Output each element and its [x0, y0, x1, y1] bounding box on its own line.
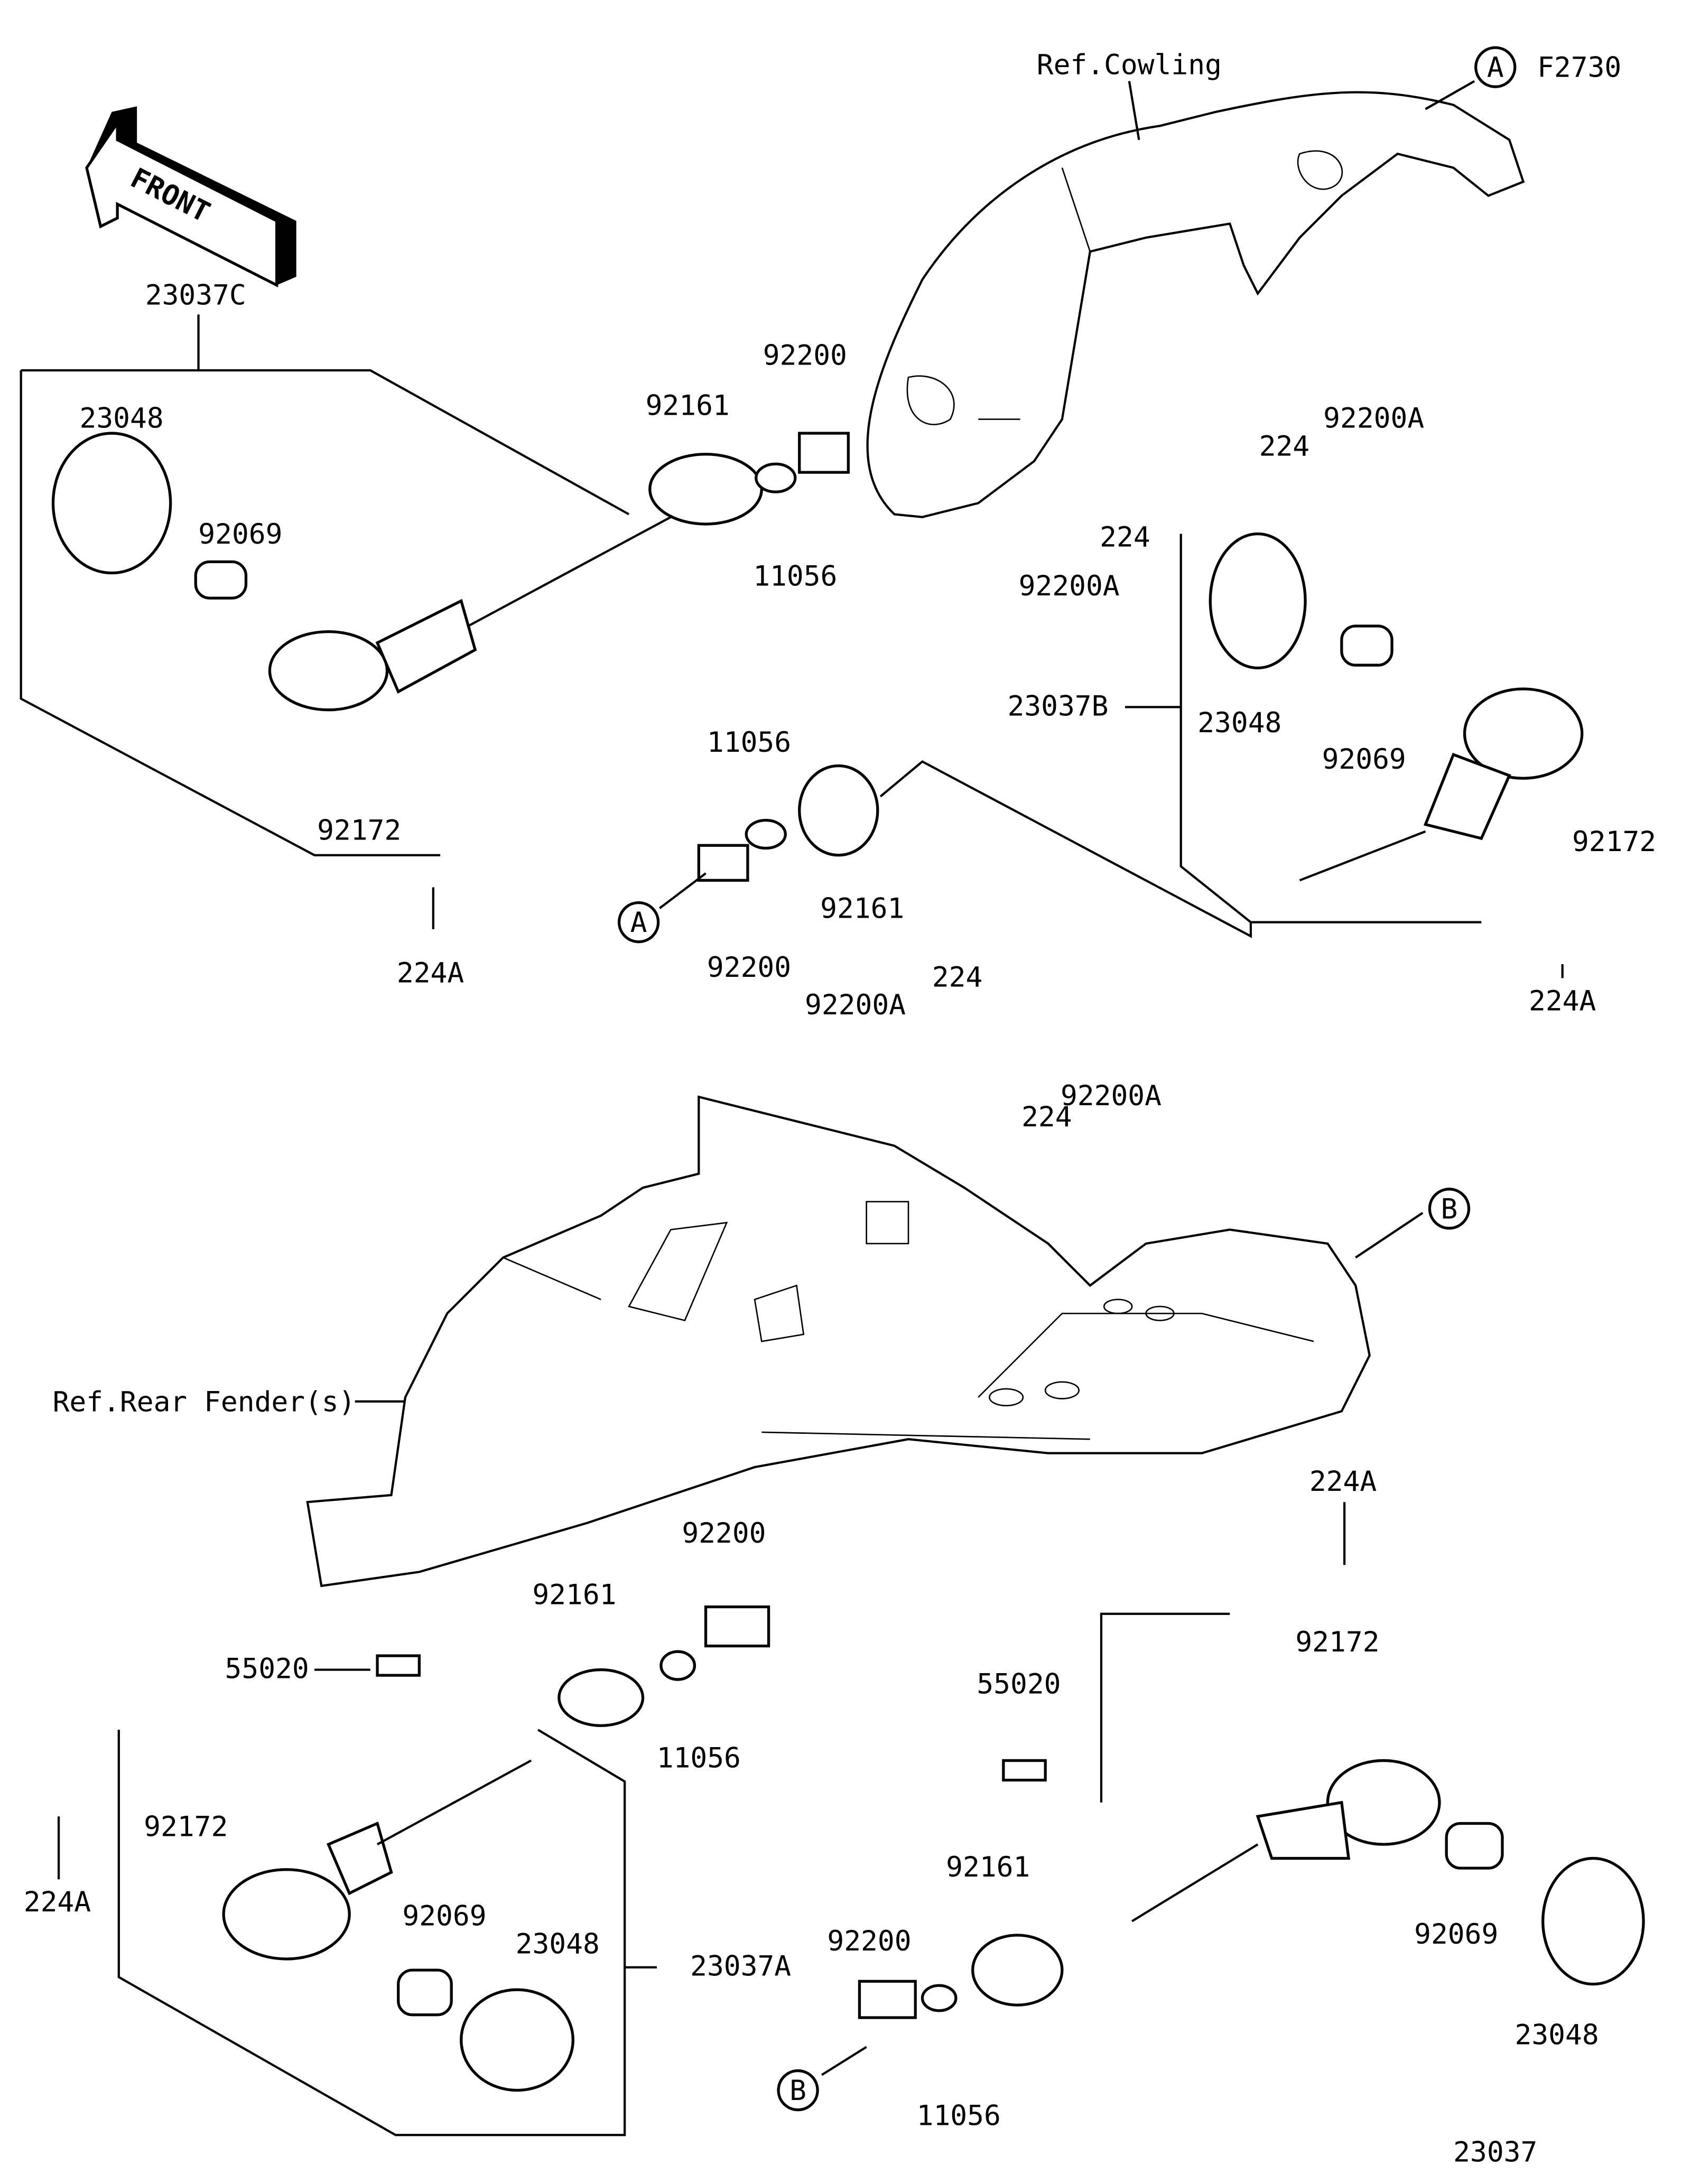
kit-c-outline: [20, 370, 441, 856]
label-92069: 92069: [198, 518, 282, 550]
label-224: 224: [1100, 521, 1150, 553]
turn-signal: [858, 1759, 1645, 2019]
label-92161: 92161: [646, 390, 730, 422]
label-92200a: 92200A: [1323, 402, 1424, 434]
label-92200a: 92200A: [1019, 570, 1120, 602]
label-92161: 92161: [946, 1851, 1030, 1883]
label-92200: 92200: [682, 1517, 766, 1550]
turn-signal-a: [222, 1605, 770, 2092]
label-224a: 224A: [397, 957, 464, 989]
rear-fender-part: [306, 1095, 1371, 1588]
label-23037a: 23037A: [690, 1950, 791, 1983]
label-224: 224: [1021, 1101, 1072, 1133]
svg-text:A: A: [630, 907, 647, 939]
ref-rear-fender: Ref.Rear Fender(s): [53, 1386, 356, 1418]
label-11056: 11056: [707, 726, 791, 759]
label-92069: 92069: [1414, 1918, 1498, 1950]
label-224: 224: [932, 961, 983, 993]
label-92200a: 92200A: [1061, 1080, 1162, 1112]
label-11056: 11056: [753, 560, 837, 592]
label-92172: 92172: [1295, 1626, 1379, 1658]
svg-text:B: B: [1441, 1193, 1458, 1225]
label-224a: 224A: [24, 1886, 91, 1918]
leader-lines: [57, 80, 1564, 2076]
kit-a-outline: [117, 1729, 626, 2136]
label-224a: 224A: [1529, 985, 1596, 1017]
label-92200a: 92200A: [805, 989, 906, 1021]
label-23048: 23048: [516, 1928, 600, 1960]
label-92069: 92069: [1322, 743, 1406, 776]
label-92200: 92200: [707, 951, 791, 984]
label-92161: 92161: [532, 1579, 616, 1611]
label-92161: 92161: [820, 893, 904, 925]
label-55020: 55020: [225, 1653, 309, 1685]
label-23048: 23048: [1515, 2019, 1599, 2051]
label-23048: 23048: [79, 402, 163, 434]
kit-b-outline: [1179, 534, 1482, 923]
cowling-part: [866, 91, 1525, 518]
label-92200: 92200: [763, 339, 847, 371]
label-23037c: 23037C: [145, 279, 246, 312]
callout-b: B: [777, 2069, 819, 2112]
figure-number: F2730: [1537, 52, 1621, 84]
part-labels: Ref.Cowling Ref.Rear Fender(s) 23037C 23…: [24, 49, 1656, 2168]
kit-outline: [1100, 1612, 1230, 1803]
callout-b-top: B: [1428, 1188, 1471, 1230]
label-92200: 92200: [827, 1925, 911, 1957]
turn-signal-b: [697, 532, 1584, 938]
callout-a-top: A: [1474, 46, 1517, 88]
svg-text:B: B: [789, 2075, 806, 2107]
label-92172: 92172: [1572, 826, 1656, 858]
label-11056: 11056: [917, 2100, 1001, 2132]
label-55020: 55020: [977, 1668, 1061, 1701]
ref-cowling: Ref.Cowling: [1037, 49, 1222, 81]
label-23048: 23048: [1197, 707, 1281, 739]
callout-a: A: [617, 901, 660, 944]
label-23037: 23037: [1453, 2136, 1537, 2168]
label-92069: 92069: [402, 1900, 486, 1933]
label-224: 224: [1259, 430, 1310, 462]
label-92172: 92172: [144, 1810, 228, 1843]
label-11056: 11056: [657, 1742, 741, 1775]
svg-text:A: A: [1487, 52, 1504, 84]
label-224a: 224A: [1309, 1466, 1377, 1498]
label-23037b: 23037B: [1007, 690, 1108, 722]
front-arrow-icon: FRONT: [85, 106, 296, 288]
turn-signal-c: [51, 432, 850, 712]
label-92172: 92172: [317, 815, 401, 847]
